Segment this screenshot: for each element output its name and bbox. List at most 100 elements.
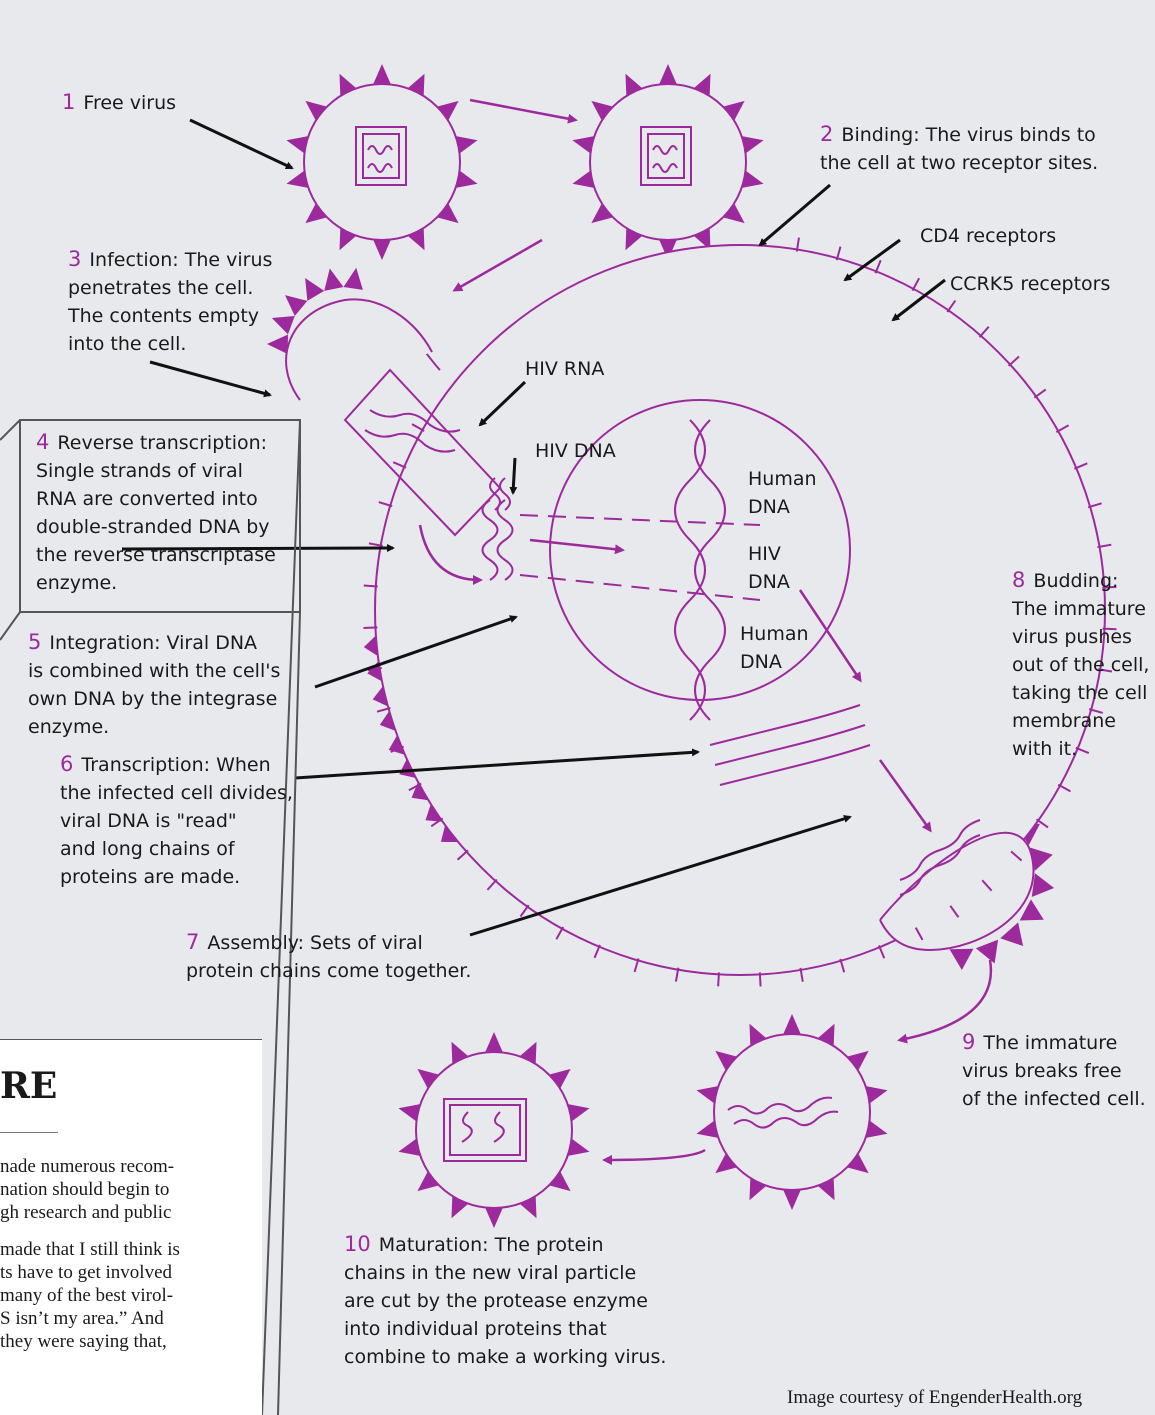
receptor-tick — [363, 584, 378, 588]
spike — [720, 100, 745, 123]
spike — [815, 1175, 835, 1201]
article-line: nade numerous recom- — [0, 1156, 175, 1177]
spike — [434, 201, 459, 224]
ccrk5-label: CCRK5 receptors — [950, 273, 1111, 295]
article-line: gh research and public — [0, 1202, 172, 1223]
step-2-label: 2 Binding: The virus binds to the cell a… — [820, 122, 1099, 174]
receptor-tick — [519, 904, 530, 918]
mature-virus — [415, 1051, 573, 1209]
spike — [658, 64, 678, 87]
receptor-tick — [392, 461, 407, 469]
spike — [285, 295, 308, 316]
spike — [949, 948, 974, 970]
spike — [844, 1151, 869, 1174]
step-3-label: 3 Infection: The virus penetrates the ce… — [68, 247, 273, 355]
spike — [517, 1041, 537, 1067]
receptor-tick — [1088, 708, 1103, 714]
spike — [417, 1068, 442, 1091]
budding-virus-free — [713, 1033, 871, 1191]
spike — [720, 201, 745, 224]
receptor-tick — [981, 879, 993, 892]
spike — [484, 1032, 504, 1055]
step-10-label: 10 Maturation: The protein chains in the… — [344, 1232, 667, 1368]
receptor-tick — [390, 745, 405, 753]
nucleus — [549, 399, 851, 701]
receptor-tick — [1007, 355, 1020, 367]
spike — [1029, 847, 1053, 871]
spike — [305, 201, 330, 224]
receptor-tick — [363, 626, 378, 630]
hiv-dna-label-2: HIV DNA — [748, 543, 790, 593]
receptor-tick — [1097, 668, 1113, 673]
spike — [1031, 873, 1055, 897]
receptor-tick — [717, 972, 720, 987]
spike — [451, 1041, 471, 1067]
receptor-tick — [674, 967, 680, 982]
spike — [372, 237, 392, 260]
article-line: ts have to get involved — [0, 1262, 173, 1283]
step-1-label: 1 Free virus — [62, 90, 177, 114]
step-8-label: 8 Budding: The immature virus pushes out… — [1012, 568, 1150, 760]
receptor-tick — [914, 927, 924, 941]
spike — [434, 100, 459, 123]
step-4-label: 4 Reverse transcription: Single strands … — [36, 430, 276, 594]
human-dna-label-2: Human DNA — [740, 623, 809, 673]
receptor-tick — [368, 542, 383, 547]
receptor-tick — [1074, 462, 1088, 470]
receptor-tick — [978, 326, 990, 338]
receptor-tick — [949, 905, 960, 918]
article-line: made that I still think is — [0, 1239, 180, 1260]
spike — [339, 73, 359, 99]
spike — [844, 1050, 869, 1073]
receptor-tick — [1055, 424, 1070, 433]
spike — [782, 1014, 802, 1037]
spike — [715, 1151, 740, 1174]
receptor-tick — [1057, 783, 1071, 793]
spike — [591, 100, 616, 123]
receptor-tick — [408, 782, 422, 792]
article-fragment: RE nade numerous recom- nation should be… — [0, 1040, 262, 1415]
spike — [1000, 922, 1024, 947]
receptor-tick — [430, 817, 444, 828]
receptor-tick — [555, 926, 565, 940]
article-line: many of the best virol- — [0, 1285, 174, 1306]
pointer-arrows — [121, 118, 946, 937]
spike — [451, 1193, 471, 1219]
article-heading: RE — [0, 1065, 58, 1107]
receptor-tick — [874, 259, 882, 274]
receptor-tick — [946, 299, 957, 313]
receptor-tick — [1035, 818, 1049, 829]
spike — [591, 201, 616, 224]
receptor-tick — [1097, 543, 1112, 549]
spike — [517, 1193, 537, 1219]
step-6-label: 6 Transcription: When the infected cell … — [60, 752, 293, 888]
free-virus — [303, 83, 461, 241]
receptor-tick — [593, 944, 601, 959]
spike — [339, 225, 359, 251]
spike — [267, 334, 288, 355]
heading-rule — [0, 1132, 58, 1133]
receptor-tick — [835, 246, 842, 261]
spike — [372, 64, 392, 87]
receptor-tick — [376, 706, 391, 713]
viral-capsule — [343, 368, 981, 896]
step-7-label: 7 Assembly: Sets of viral protein chains… — [186, 930, 472, 982]
binding-virus — [589, 83, 747, 241]
human-dna-label-1: Human DNA — [748, 468, 817, 518]
spike — [324, 268, 344, 291]
hiv-rna-label: HIV RNA — [525, 358, 605, 380]
spike — [546, 1068, 571, 1091]
spike — [625, 73, 645, 99]
receptor-tick — [799, 967, 804, 982]
receptor-tick — [633, 958, 640, 973]
spike — [271, 316, 295, 335]
spike — [1019, 899, 1044, 921]
spike — [417, 1169, 442, 1192]
spike — [749, 1175, 769, 1201]
image-credit: Image courtesy of EngenderHealth.org — [787, 1387, 1083, 1408]
cell-bulge-left — [285, 298, 433, 401]
receptor-tick — [378, 501, 393, 508]
spike — [405, 73, 425, 99]
spike — [782, 1187, 802, 1210]
